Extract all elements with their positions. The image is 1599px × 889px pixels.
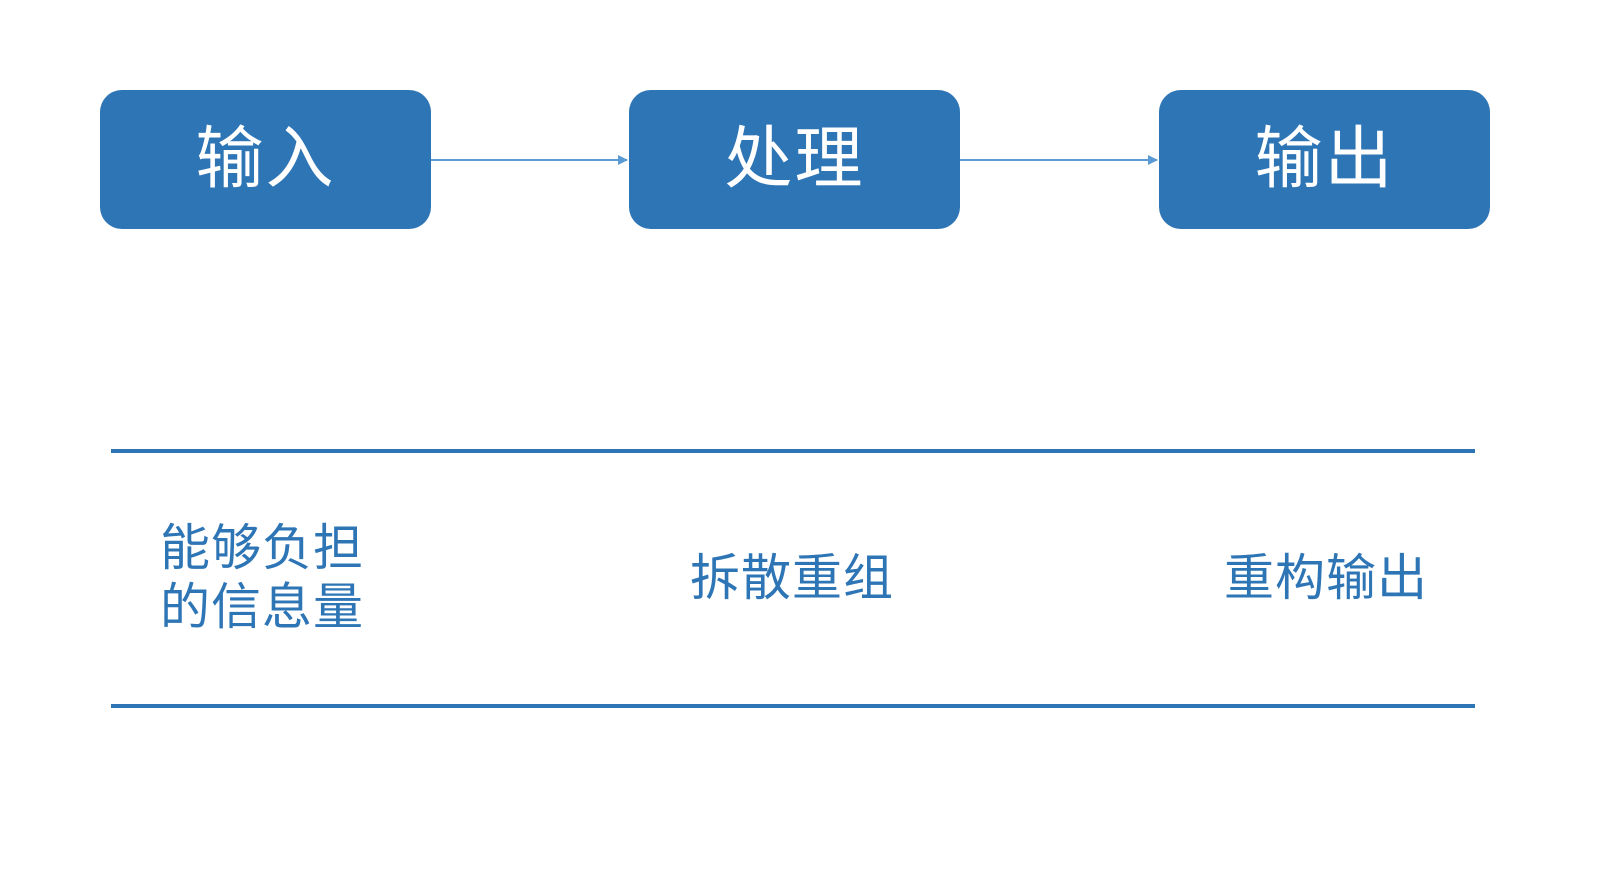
step-box-process: 处理 [629,90,960,229]
description-input: 能够负担 的信息量 [160,519,364,637]
step-box-output: 输出 [1159,90,1490,229]
step-label-input: 输入 [195,119,336,199]
bottom-divider [111,704,1475,708]
step-label-output: 输出 [1254,119,1395,199]
description-output-line-1: 重构输出 [1224,549,1428,607]
description-input-line-2: 的信息量 [160,578,364,636]
top-divider [111,449,1475,453]
step-box-input: 输入 [100,90,431,229]
step-label-process: 处理 [724,119,865,199]
description-input-line-1: 能够负担 [160,519,364,577]
description-process-line-1: 拆散重组 [690,549,894,607]
description-output: 重构输出 [1224,549,1428,608]
description-process: 拆散重组 [690,549,894,608]
